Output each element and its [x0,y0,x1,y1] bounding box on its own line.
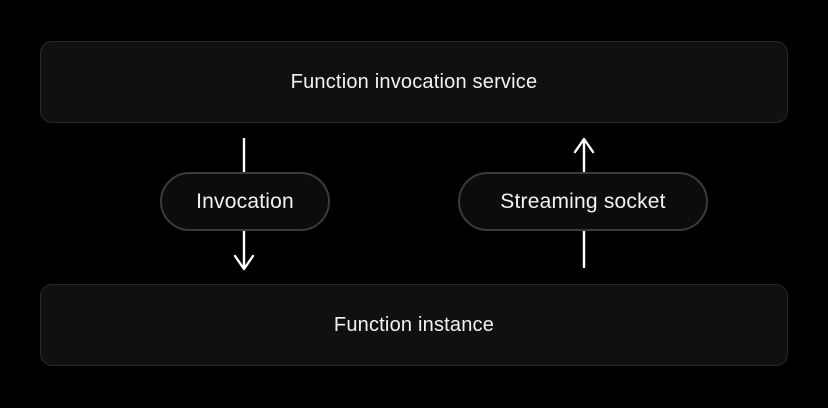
function-invocation-service-label: Function invocation service [290,70,538,93]
invocation-edge-label: Invocation [196,189,294,213]
invocation-edge-pill: Invocation [160,172,330,231]
streaming-socket-edge-label: Streaming socket [500,189,666,213]
streaming-socket-edge-pill: Streaming socket [458,172,708,231]
function-instance-node: Function instance [40,284,788,366]
function-instance-label: Function instance [333,313,495,336]
function-invocation-service-node: Function invocation service [40,41,788,123]
